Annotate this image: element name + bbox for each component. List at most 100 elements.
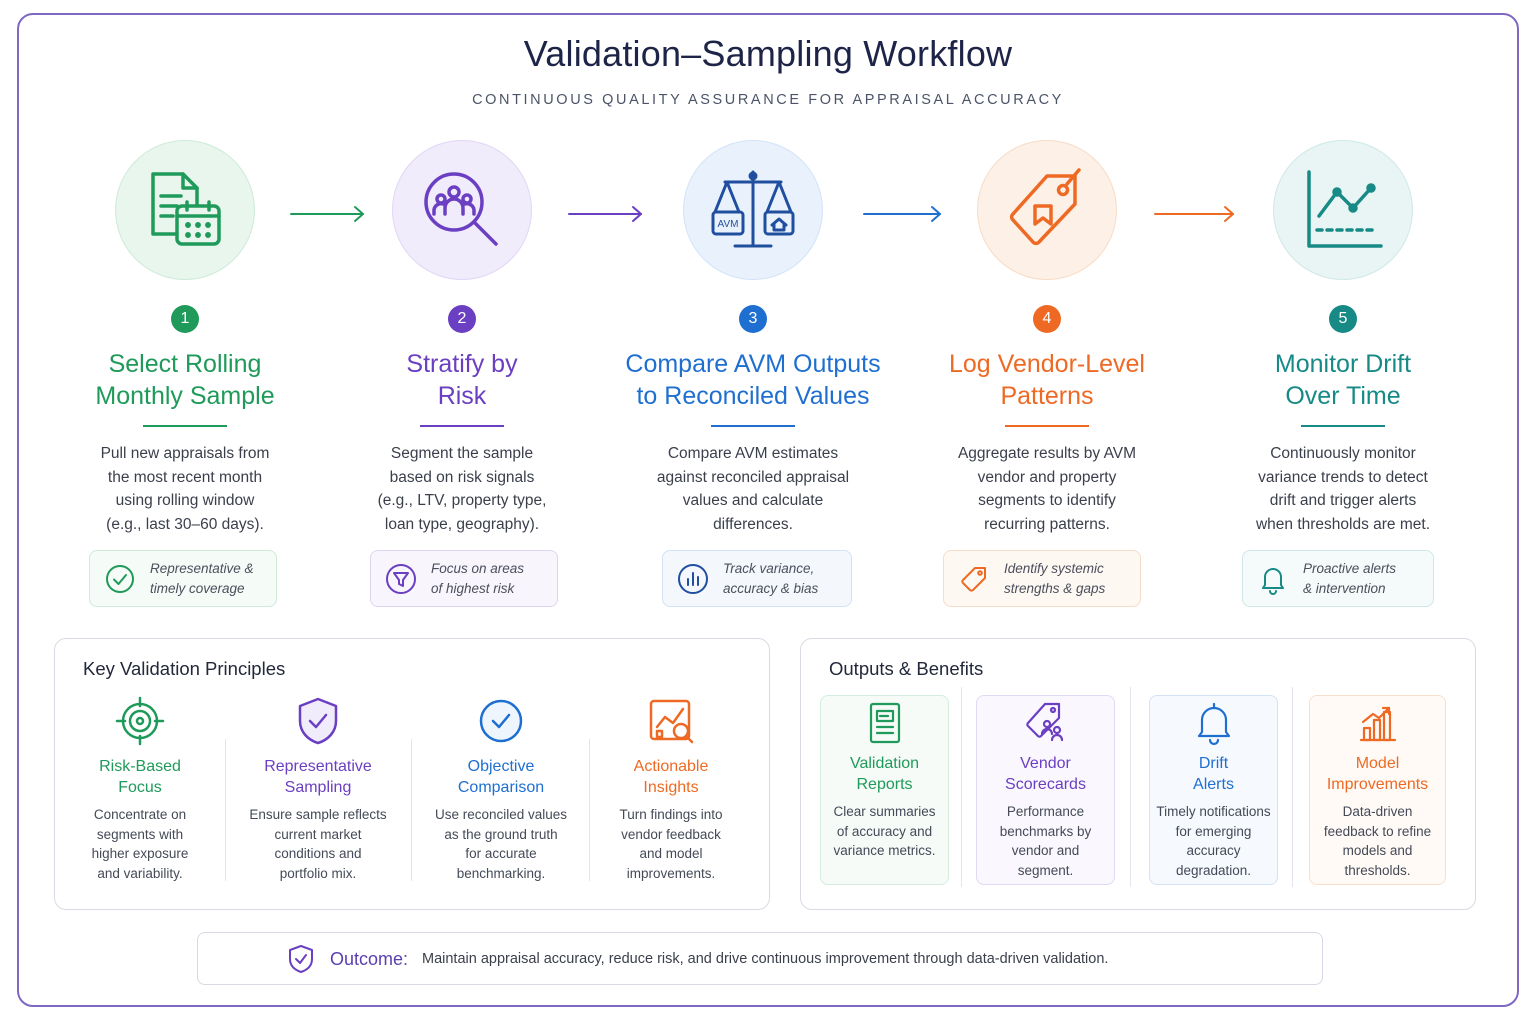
desc-line: models and: [1342, 843, 1413, 858]
step-benefit-pill: Focus on areas of highest risk: [370, 550, 558, 607]
desc-line: based on risk signals: [389, 468, 535, 486]
step-title-line: Monitor Drift: [1274, 350, 1412, 378]
step-benefit-pill: Identify systemic strengths & gaps: [943, 550, 1141, 607]
pill-text: Identify systemic strengths & gaps: [1004, 559, 1105, 599]
magnifier-people-icon: [424, 172, 498, 246]
step-1-icon-circle: [115, 140, 255, 280]
output-card: Vendor Scorecards Performance benchmarks…: [976, 695, 1115, 885]
title-line: Representative: [264, 758, 372, 775]
page-title: Validation–Sampling Workflow: [523, 33, 1013, 74]
outputs-panel: Outputs & Benefits Validation Reports Cl…: [800, 638, 1476, 910]
step-title: Monitor Drift Over Time: [1193, 348, 1493, 412]
step-title: Log Vendor-Level Patterns: [897, 348, 1197, 412]
vendor-tag-icon: [1025, 702, 1063, 742]
output-card: Validation Reports Clear summaries of ac…: [820, 695, 949, 885]
desc-line: and variability.: [97, 865, 183, 881]
principle-item: Risk-Based Focus Concentrate on segments…: [55, 695, 225, 885]
desc-line: Data-driven: [1342, 804, 1413, 819]
desc-line: conditions and: [274, 846, 362, 861]
step-5-icon-circle: [1273, 140, 1413, 280]
outputs-title: Outputs & Benefits: [829, 658, 984, 679]
step-description: Pull new appraisals from the most recent…: [55, 442, 315, 536]
pill-line: of highest risk: [431, 580, 515, 596]
step-title-line: to Reconciled Values: [636, 382, 870, 410]
step-number-badge: 1: [171, 305, 199, 333]
step-title-line: Risk: [437, 382, 487, 410]
principle-item: Actionable Insights Turn findings into v…: [586, 695, 756, 885]
title-line: Insights: [643, 779, 699, 796]
desc-line: benchmarks by: [999, 823, 1092, 839]
step-divider: [1005, 425, 1089, 427]
workflow-step-1: 1 Select Rolling Monthly Sample Pull new…: [35, 140, 335, 615]
desc-line: segments with: [96, 826, 184, 842]
title-line: Focus: [118, 779, 162, 796]
outcome-text: Maintain appraisal accuracy, reduce risk…: [422, 951, 1109, 967]
step-divider: [1301, 425, 1385, 427]
step-title-line: Select Rolling: [108, 350, 262, 378]
principles-panel: Key Validation Principles Risk-Based Foc…: [54, 638, 770, 910]
title-line: Alerts: [1193, 776, 1234, 793]
desc-line: recurring patterns.: [984, 515, 1110, 533]
principle-description: Concentrate on segments with higher expo…: [55, 805, 225, 883]
output-card: Model Improvements Data-driven feedback …: [1309, 695, 1446, 885]
document-calendar-icon: [151, 172, 221, 246]
step-title: Compare AVM Outputs to Reconciled Values: [603, 348, 903, 412]
pill-line: Representative &: [150, 560, 254, 576]
step-divider: [420, 425, 504, 427]
title-line: Validation: [849, 755, 920, 772]
pill-text: Track variance, accuracy & bias: [723, 559, 818, 599]
desc-line: the most recent month: [107, 468, 263, 486]
step-title: Stratify by Risk: [312, 348, 612, 412]
step-description: Compare AVM estimates against reconciled…: [623, 442, 883, 536]
page-subtitle: CONTINUOUS QUALITY ASSURANCE FOR APPRAIS…: [472, 92, 1064, 108]
desc-line: Use reconciled values: [434, 807, 568, 822]
step-number-badge: 4: [1033, 305, 1061, 333]
principle-item: Representative Sampling Ensure sample re…: [233, 695, 403, 885]
workflow-step-4: 4 Log Vendor-Level Patterns Aggregate re…: [897, 140, 1197, 615]
step-3-icon-circle: AVM: [683, 140, 823, 280]
desc-line: segment.: [1017, 862, 1074, 878]
output-title: Model Improvements: [1310, 753, 1445, 795]
desc-line: accuracy: [1186, 843, 1241, 858]
flow-arrow-3-4: [863, 206, 941, 222]
title-line: Actionable: [633, 758, 709, 775]
scale-avm-label: AVM: [718, 219, 739, 230]
desc-line: vendor and property: [977, 468, 1117, 486]
step-title-line: Patterns: [1000, 382, 1094, 410]
line-chart-icon: [1307, 170, 1383, 248]
output-description: Data-driven feedback to refine models an…: [1310, 802, 1445, 880]
output-title: Validation Reports: [821, 753, 948, 795]
output-description: Timely notifications for emerging accura…: [1150, 802, 1277, 880]
desc-line: against reconciled appraisal: [656, 468, 850, 486]
output-card: Drift Alerts Timely notifications for em…: [1149, 695, 1278, 885]
step-description: Aggregate results by AVM vendor and prop…: [917, 442, 1177, 536]
flow-arrow-1-2: [290, 206, 364, 222]
step-divider: [143, 425, 227, 427]
tag-bookmark-icon: [1009, 168, 1081, 246]
desc-line: and model: [639, 846, 703, 861]
desc-line: portfolio mix.: [279, 865, 357, 881]
desc-line: vendor and: [1011, 843, 1080, 858]
report-icon: [869, 702, 900, 744]
desc-line: degradation.: [1175, 862, 1252, 878]
desc-line: using rolling window: [115, 492, 255, 509]
desc-line: thresholds.: [1344, 862, 1411, 878]
pill-line: strengths & gaps: [1004, 580, 1106, 596]
balance-scale-icon: AVM: [711, 170, 795, 248]
principle-title: Representative Sampling: [233, 756, 403, 798]
desc-line: benchmarking.: [456, 865, 546, 881]
title-line: Scorecards: [1005, 776, 1086, 793]
desc-line: of accuracy and: [836, 823, 933, 839]
shield-check-icon: [289, 945, 313, 973]
principle-item: Objective Comparison Use reconciled valu…: [416, 695, 586, 885]
desc-line: Timely notifications: [1156, 804, 1271, 819]
title-line: Objective: [467, 758, 535, 775]
pill-line: Focus on areas: [431, 560, 525, 576]
desc-line: Compare AVM estimates: [667, 445, 839, 462]
step-benefit-pill: Representative & timely coverage: [89, 550, 277, 607]
title-line: Model: [1355, 755, 1400, 772]
filter-icon: [386, 563, 416, 594]
title-line: Improvements: [1326, 776, 1429, 793]
column-divider: [411, 739, 412, 881]
column-divider: [589, 739, 590, 881]
